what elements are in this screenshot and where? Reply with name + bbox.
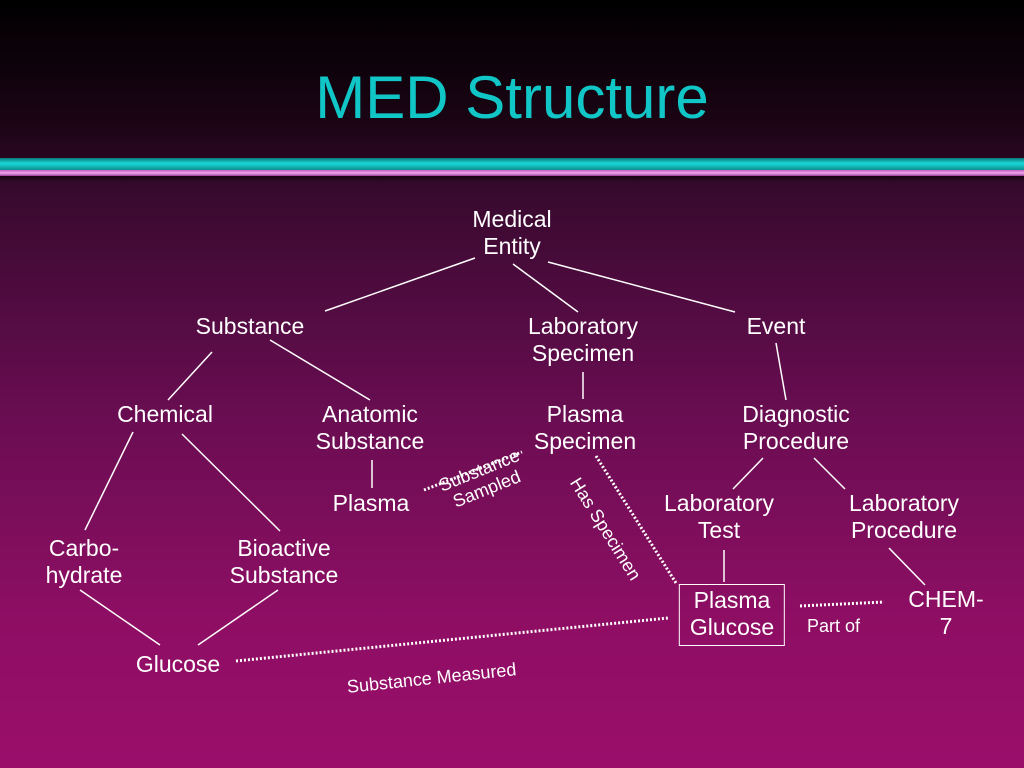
node-diagnostic-procedure: Diagnostic Procedure: [742, 401, 850, 454]
node-laboratory-specimen: Laboratory Specimen: [528, 313, 638, 366]
edge-substance-anatomic: [269, 339, 371, 401]
title-band-pink: [0, 170, 1024, 176]
node-laboratory-procedure: Laboratory Procedure: [849, 490, 959, 543]
node-chemical: Chemical: [117, 401, 213, 427]
edge-bioactive-glucose: [197, 589, 279, 646]
node-plasma-glucose: Plasma Glucose: [678, 584, 786, 646]
edge-substance-chemical: [167, 351, 213, 401]
edge-chemical-bioactive: [181, 433, 281, 532]
edge-entity-substance: [324, 257, 476, 312]
node-plasma-specimen: Plasma Specimen: [533, 401, 637, 454]
slide-title: MED Structure: [315, 64, 709, 131]
node-laboratory-test: Laboratory Test: [664, 490, 774, 543]
node-medical-entity: Medical Entity: [472, 206, 552, 259]
node-plasma: Plasma: [332, 490, 410, 516]
link-substance-sampled: [423, 450, 523, 492]
title-band-shadow: [0, 176, 1024, 182]
node-event: Event: [746, 313, 806, 339]
link-substance-measured: [235, 616, 669, 663]
node-substance: Substance: [195, 313, 305, 339]
edge-diagnostic-labtest: [732, 457, 764, 490]
edge-entity-event: [547, 261, 736, 313]
title-band-teal: [0, 158, 1024, 170]
edge-event-diagnostic: [775, 342, 787, 401]
node-anatomic-substance: Anatomic Substance: [315, 401, 425, 454]
node-chem7: CHEM-7: [908, 586, 984, 639]
node-carbohydrate: Carbo- hydrate: [45, 535, 123, 588]
edge-chemical-carbohydrate: [84, 431, 134, 531]
edge-entity-labspecimen: [512, 263, 579, 313]
edge-carbohydrate-glucose: [79, 589, 161, 646]
relation-part-of: Part of: [807, 616, 861, 636]
edge-diagnostic-labprocedure: [813, 457, 846, 490]
node-glucose: Glucose: [135, 651, 221, 677]
edge-labprocedure-chem7: [888, 547, 926, 586]
node-bioactive-substance: Bioactive Substance: [229, 535, 339, 588]
link-has-specimen: [594, 455, 678, 584]
link-part-of: [799, 600, 885, 608]
